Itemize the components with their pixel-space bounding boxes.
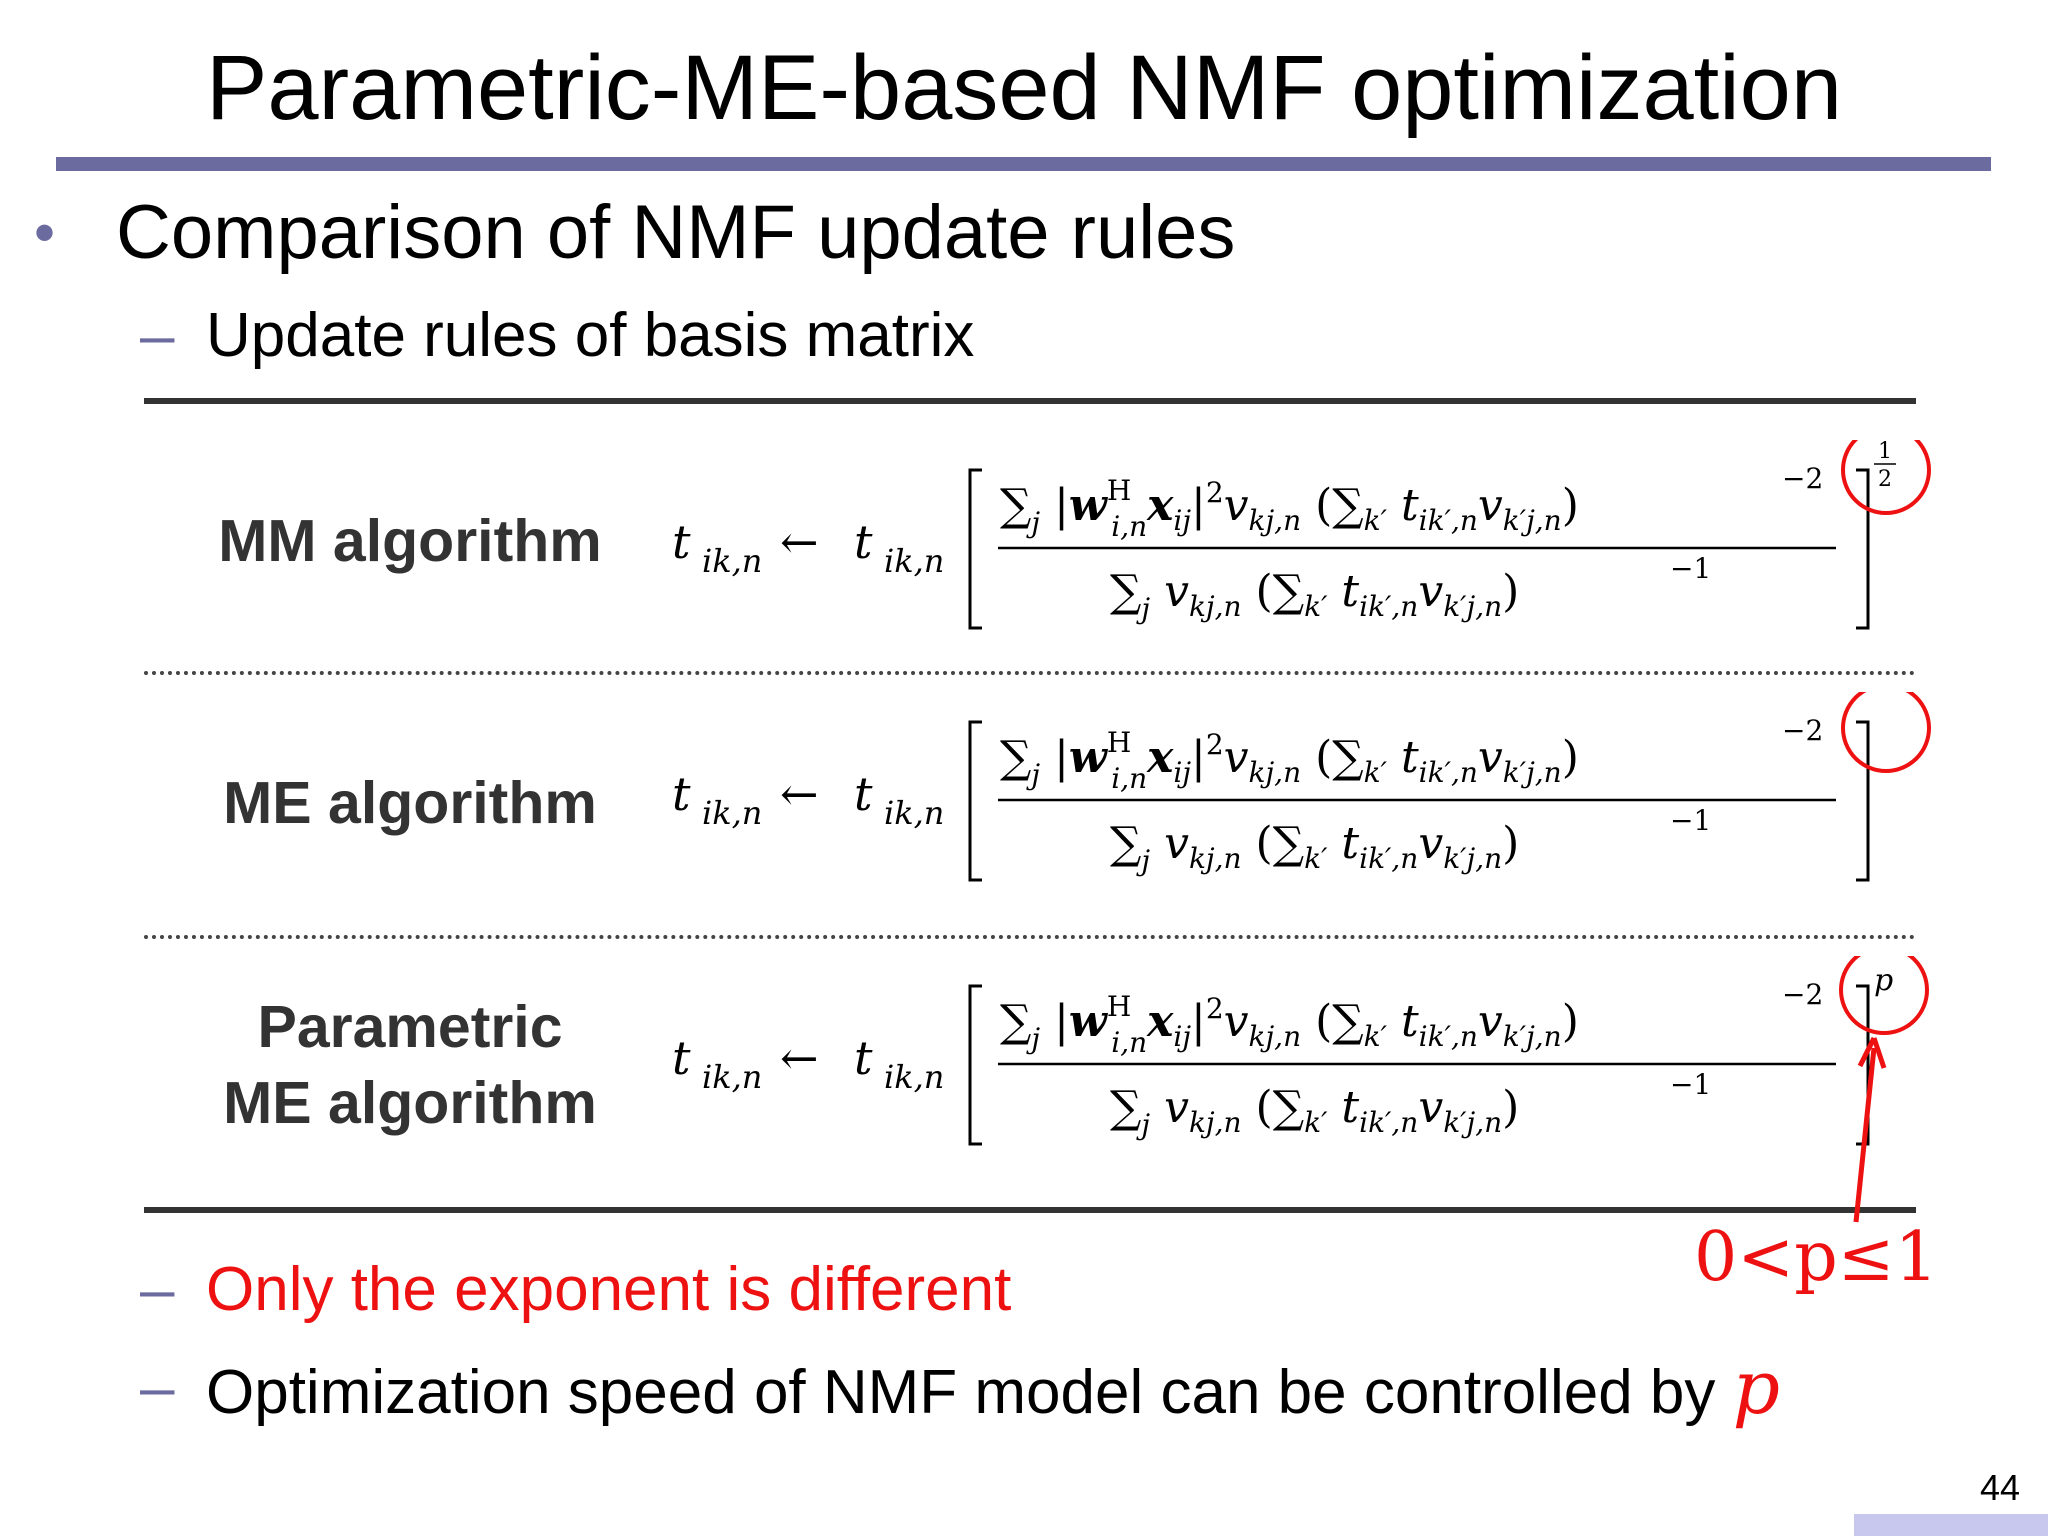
denominator: ∑j vkj,n (∑k′ tik′,nvk′j,n)	[1110, 1082, 1519, 1141]
note-optimization-speed: Optimization speed of NMF model can be c…	[206, 1350, 1780, 1431]
note-p-variable: p	[1732, 1345, 1781, 1431]
table-top-rule	[144, 398, 1916, 404]
numerator-exponent: −2	[1782, 978, 1823, 1011]
parametric-me-label-line1: Parametric	[257, 994, 563, 1060]
me-algorithm-label: ME algorithm	[223, 770, 597, 836]
rhs-t: t	[854, 1031, 873, 1085]
mm-algorithm-label: MM algorithm	[218, 508, 602, 574]
page-number: 44	[1980, 1467, 2021, 1508]
p-condition: 0<p≤1	[1694, 1218, 1939, 1297]
numerator-exponent: −2	[1782, 462, 1823, 495]
denominator-exponent: −1	[1670, 552, 1711, 585]
table-bottom-rule	[144, 1207, 1916, 1213]
lhs-t: t	[672, 1031, 691, 1085]
lhs-t: t	[672, 767, 691, 821]
numerator-exponent: −2	[1782, 714, 1823, 747]
row-divider-1	[144, 671, 1916, 675]
lhs-sub: ik,n	[702, 794, 762, 832]
lhs-t: t	[672, 515, 691, 569]
red-arrow-icon	[1853, 1036, 1887, 1223]
slide-title: Parametric-ME-based NMF optimization	[205, 37, 1842, 139]
exponent-highlight-circle	[1841, 683, 1931, 773]
rhs-sub: ik,n	[884, 1058, 944, 1096]
right-bracket	[1856, 720, 1870, 882]
row-divider-2	[144, 935, 1916, 939]
left-bracket	[968, 984, 982, 1146]
left-bracket	[968, 468, 982, 630]
note1-dash: –	[140, 1255, 175, 1324]
lhs-sub: ik,n	[702, 542, 762, 580]
p-exponent: p	[1874, 963, 1893, 998]
rhs-sub: ik,n	[884, 794, 944, 832]
note2-dash: –	[140, 1353, 175, 1422]
parametric-me-label-line2: ME algorithm	[223, 1070, 597, 1136]
assign-arrow: ←	[780, 1031, 819, 1085]
title-underline	[56, 157, 1991, 171]
right-bracket	[1856, 468, 1870, 630]
denominator: ∑j vkj,n (∑k′ tik′,nvk′j,n)	[1110, 566, 1519, 625]
rhs-t: t	[854, 515, 873, 569]
subpoint-text: Update rules of basis matrix	[206, 301, 975, 370]
left-bracket	[968, 720, 982, 882]
assign-arrow: ←	[780, 515, 819, 569]
sub-dash: –	[140, 301, 175, 370]
rhs-sub: ik,n	[884, 542, 944, 580]
denominator: ∑j vkj,n (∑k′ tik′,nvk′j,n)	[1110, 818, 1519, 877]
half-exponent-num: 1	[1878, 440, 1892, 464]
lhs-sub: ik,n	[702, 1058, 762, 1096]
half-exponent-den: 2	[1878, 467, 1892, 492]
bullet-dot: •	[34, 199, 56, 266]
denominator-exponent: −1	[1670, 804, 1711, 837]
note-exponent-different: Only the exponent is different	[206, 1255, 1012, 1324]
rhs-t: t	[854, 767, 873, 821]
corner-bar	[1854, 1514, 2048, 1536]
bullet-text: Comparison of NMF update rules	[116, 190, 1236, 275]
assign-arrow: ←	[780, 767, 819, 821]
denominator-exponent: −1	[1670, 1068, 1711, 1101]
note-optimization-text: Optimization speed of NMF model can be c…	[206, 1358, 1716, 1427]
